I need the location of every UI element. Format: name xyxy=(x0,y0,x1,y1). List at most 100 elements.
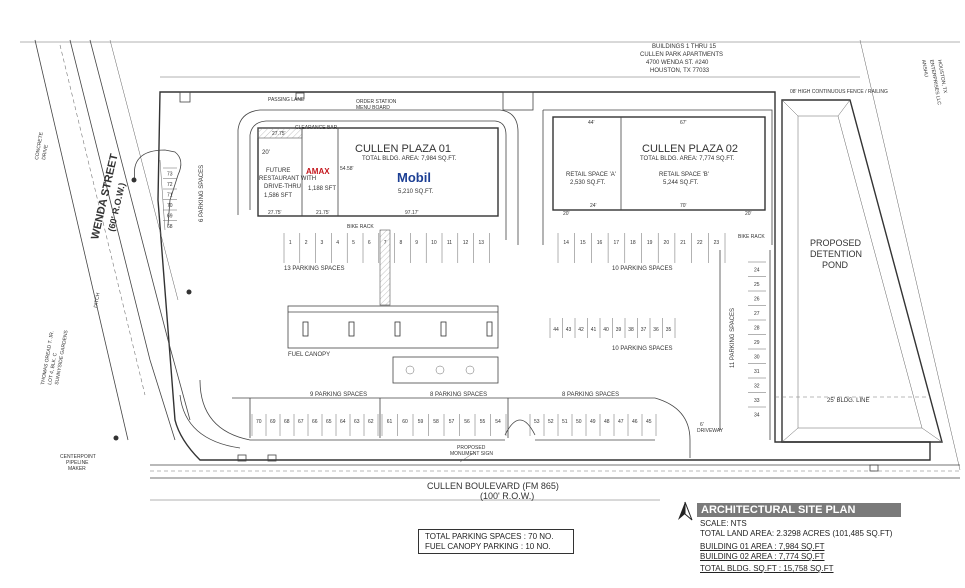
lot-right-1: ANSHU xyxy=(920,59,929,78)
restaurant-label-2: RESTAURANT WITH xyxy=(259,176,316,182)
stall-number: 12 xyxy=(463,240,469,246)
mobil-logo: Mobil xyxy=(397,170,431,185)
bldg-line-label: 25' BLDG. LINE xyxy=(827,398,870,404)
stall-number: 23 xyxy=(714,240,720,246)
amax-area: 1,188 SFT xyxy=(308,186,336,192)
stall-number: 10 xyxy=(431,240,437,246)
stall-number: 18 xyxy=(630,240,636,246)
stall-number: 47 xyxy=(618,419,624,425)
svg-text:21.75': 21.75' xyxy=(316,210,330,216)
parking-10b-label: 10 PARKING SPACES xyxy=(612,346,672,352)
svg-text:70': 70' xyxy=(680,203,687,209)
stall-number: 70 xyxy=(167,203,173,209)
stall-number: 59 xyxy=(418,419,424,425)
stall-number: 62 xyxy=(368,419,374,425)
fuel-pump xyxy=(486,321,493,337)
stall-number: 49 xyxy=(590,419,596,425)
stall-number: 2 xyxy=(305,240,308,246)
restaurant-area: 1,586 SFT xyxy=(264,193,292,199)
stall-number: 68 xyxy=(284,419,290,425)
top-note-1: BUILDINGS 1 THRU 15 xyxy=(652,44,717,50)
monument-label-2: MONUMENT SIGN xyxy=(450,451,493,457)
stall-number: 33 xyxy=(754,398,760,404)
svg-text:54.58': 54.58' xyxy=(340,166,354,172)
stall-number: 69 xyxy=(270,419,276,425)
stall-number: 60 xyxy=(402,419,408,425)
stall-number: 31 xyxy=(754,369,760,375)
wenda-street xyxy=(34,39,191,441)
stall-number: 28 xyxy=(754,325,760,331)
stall-number: 63 xyxy=(354,419,360,425)
stall-number: 27 xyxy=(754,311,760,317)
mobil-area: 5,210 SQ.FT. xyxy=(398,189,434,195)
stall-number: 66 xyxy=(312,419,318,425)
stall-number: 9 xyxy=(415,240,418,246)
fuel-pump xyxy=(302,321,309,337)
clearance-bar-label: CLEARANCE BAR xyxy=(295,125,338,131)
parking-8b-label: 8 PARKING SPACES xyxy=(562,392,619,398)
stall-number: 39 xyxy=(616,327,622,333)
top-note-3: 4700 WENDA ST. #240 xyxy=(646,60,709,66)
plaza1-name: CULLEN PLAZA 01 xyxy=(355,143,451,155)
cullen-street-name: CULLEN BOULEVARD (FM 865) xyxy=(427,481,559,491)
amax-logo: AMAX xyxy=(306,167,330,176)
stall-number: 1 xyxy=(289,240,292,246)
monument-label-1: PROPOSED xyxy=(457,445,486,451)
svg-text:24': 24' xyxy=(590,203,597,209)
building-01-area: BUILDING 01 AREA : 7,984 SQ.FT xyxy=(700,542,825,551)
passing-lane-label: PASSING LANE xyxy=(268,97,305,103)
stall-number: 73 xyxy=(167,171,173,177)
land-area-label: TOTAL LAND AREA: 2.3298 ACRES (101,485 S… xyxy=(700,529,893,538)
stall-number: 13 xyxy=(479,240,485,246)
parking-11-label: 11 PARKING SPACES xyxy=(730,308,736,368)
stall-number: 30 xyxy=(754,354,760,360)
stall-number: 69 xyxy=(167,213,173,219)
building-cullen-plaza-01: 20' 27.75' 27.75' 21.75' 97.17' 54.58' xyxy=(257,127,499,217)
lot-left-2: LOT 4, BLK. C xyxy=(47,352,59,385)
stall-number: 46 xyxy=(632,419,638,425)
stall-number: 21 xyxy=(680,240,686,246)
order-station-label-1: ORDER STATION xyxy=(356,99,397,105)
driveway-label-2: DRIVEWAY xyxy=(697,428,724,434)
stall-number: 4 xyxy=(336,240,339,246)
plaza2-name: CULLEN PLAZA 02 xyxy=(642,143,738,155)
fuel-canopy xyxy=(287,305,499,349)
stall-number: 45 xyxy=(646,419,652,425)
fuel-pump xyxy=(348,321,355,337)
stall-number: 65 xyxy=(326,419,332,425)
svg-text:20': 20' xyxy=(745,211,752,217)
order-station-label-2: MENU BOARD xyxy=(356,105,390,111)
fuel-pump xyxy=(394,321,401,337)
stall-number: 36 xyxy=(653,327,659,333)
stall-number: 67 xyxy=(298,419,304,425)
svg-text:97.17': 97.17' xyxy=(405,210,419,216)
stall-number: 16 xyxy=(597,240,603,246)
stall-number: 57 xyxy=(449,419,455,425)
stall-number: 61 xyxy=(387,419,393,425)
stall-number: 32 xyxy=(754,383,760,389)
stall-number: 52 xyxy=(548,419,554,425)
building-02-area: BUILDING 02 AREA : 7,774 SQ.FT xyxy=(700,552,825,561)
fuel-canopy-parking: FUEL CANOPY PARKING : 10 NO. xyxy=(425,542,551,551)
dim-label: 20' xyxy=(262,150,270,156)
svg-text:67': 67' xyxy=(680,120,687,126)
stall-number: 22 xyxy=(697,240,703,246)
stall-number: 42 xyxy=(578,327,584,333)
detention-label-1: PROPOSED xyxy=(810,238,862,248)
lot-top-left-1: CONCRETE xyxy=(34,131,45,160)
stall-number: 50 xyxy=(576,419,582,425)
stall-number: 44 xyxy=(553,327,559,333)
stall-number: 19 xyxy=(647,240,653,246)
stall-number: 48 xyxy=(604,419,610,425)
total-bldg-area: TOTAL BLDG. SQ.FT : 15,758 SQ.FT xyxy=(700,564,834,573)
lot-top-left-2: DRIVE xyxy=(41,144,50,161)
stall-number: 3 xyxy=(321,240,324,246)
fuel-canopy-label: FUEL CANOPY xyxy=(288,352,330,358)
stall-number: 24 xyxy=(754,267,760,273)
svg-text:20': 20' xyxy=(563,211,570,217)
stall-number: 70 xyxy=(256,419,262,425)
fuel-pump xyxy=(440,321,447,337)
restaurant-label-1: FUTURE xyxy=(266,168,290,174)
plaza2-area: TOTAL BLDG. AREA: 7,774 SQ.FT. xyxy=(640,156,735,162)
